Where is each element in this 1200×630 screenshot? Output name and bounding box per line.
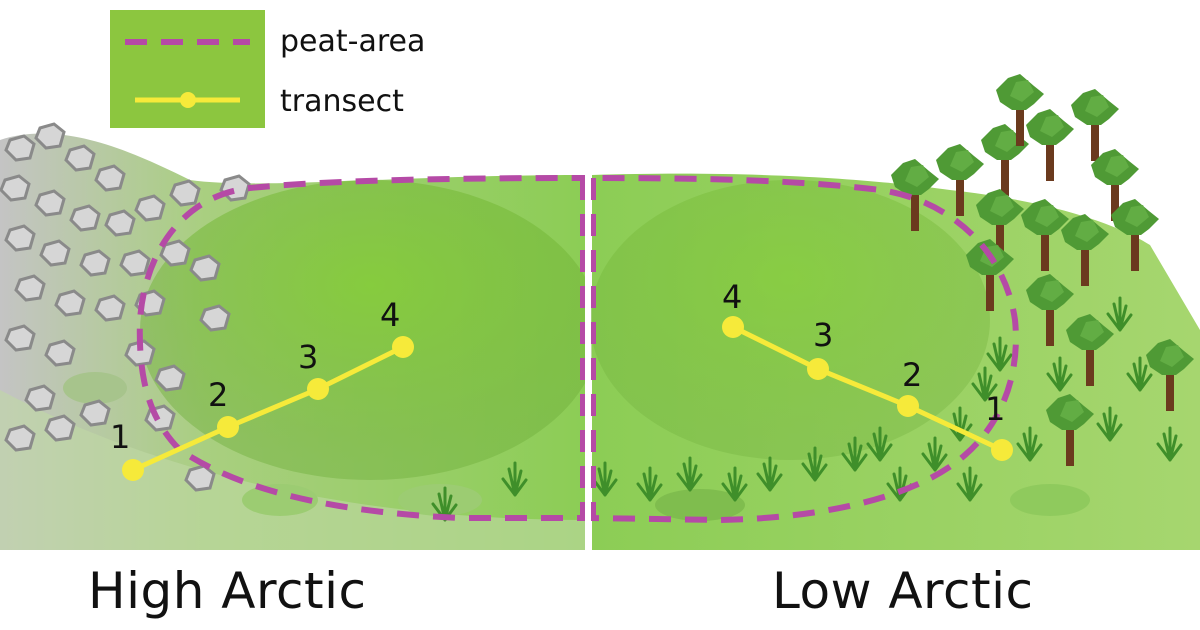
- transect-point: [722, 316, 744, 338]
- region-divider: [585, 170, 591, 555]
- transect-point: [897, 395, 919, 417]
- transect-point: [807, 358, 829, 380]
- low-arctic-peat-area: [590, 174, 1019, 524]
- point-label: 4: [380, 296, 400, 334]
- point-label: 3: [813, 316, 833, 354]
- point-label: 4: [722, 278, 742, 316]
- high-arctic-transect: 1 2 3 4: [110, 296, 414, 481]
- point-label: 1: [110, 418, 130, 456]
- transect-point: [217, 416, 239, 438]
- transect-point: [392, 336, 414, 358]
- high-arctic-ground: [0, 133, 600, 550]
- point-label: 3: [298, 338, 318, 376]
- high-arctic-peat-area: [136, 174, 586, 521]
- legend-box: [110, 10, 265, 128]
- legend: [110, 10, 265, 128]
- tree-icon: [1026, 109, 1074, 181]
- point-label: 2: [208, 376, 228, 414]
- transect-point: [307, 378, 329, 400]
- transect-point: [122, 459, 144, 481]
- low-arctic-label: Low Arctic: [772, 562, 1034, 620]
- legend-peat-area-label: peat-area: [280, 24, 426, 59]
- high-arctic-label: High Arctic: [88, 562, 367, 620]
- transect-swatch-point: [180, 92, 196, 108]
- transect-point: [991, 439, 1013, 461]
- legend-transect-label: transect: [280, 84, 404, 119]
- point-label: 2: [902, 356, 922, 394]
- point-label: 1: [985, 390, 1005, 428]
- low-arctic-transect: 1 2 3 4: [722, 278, 1013, 461]
